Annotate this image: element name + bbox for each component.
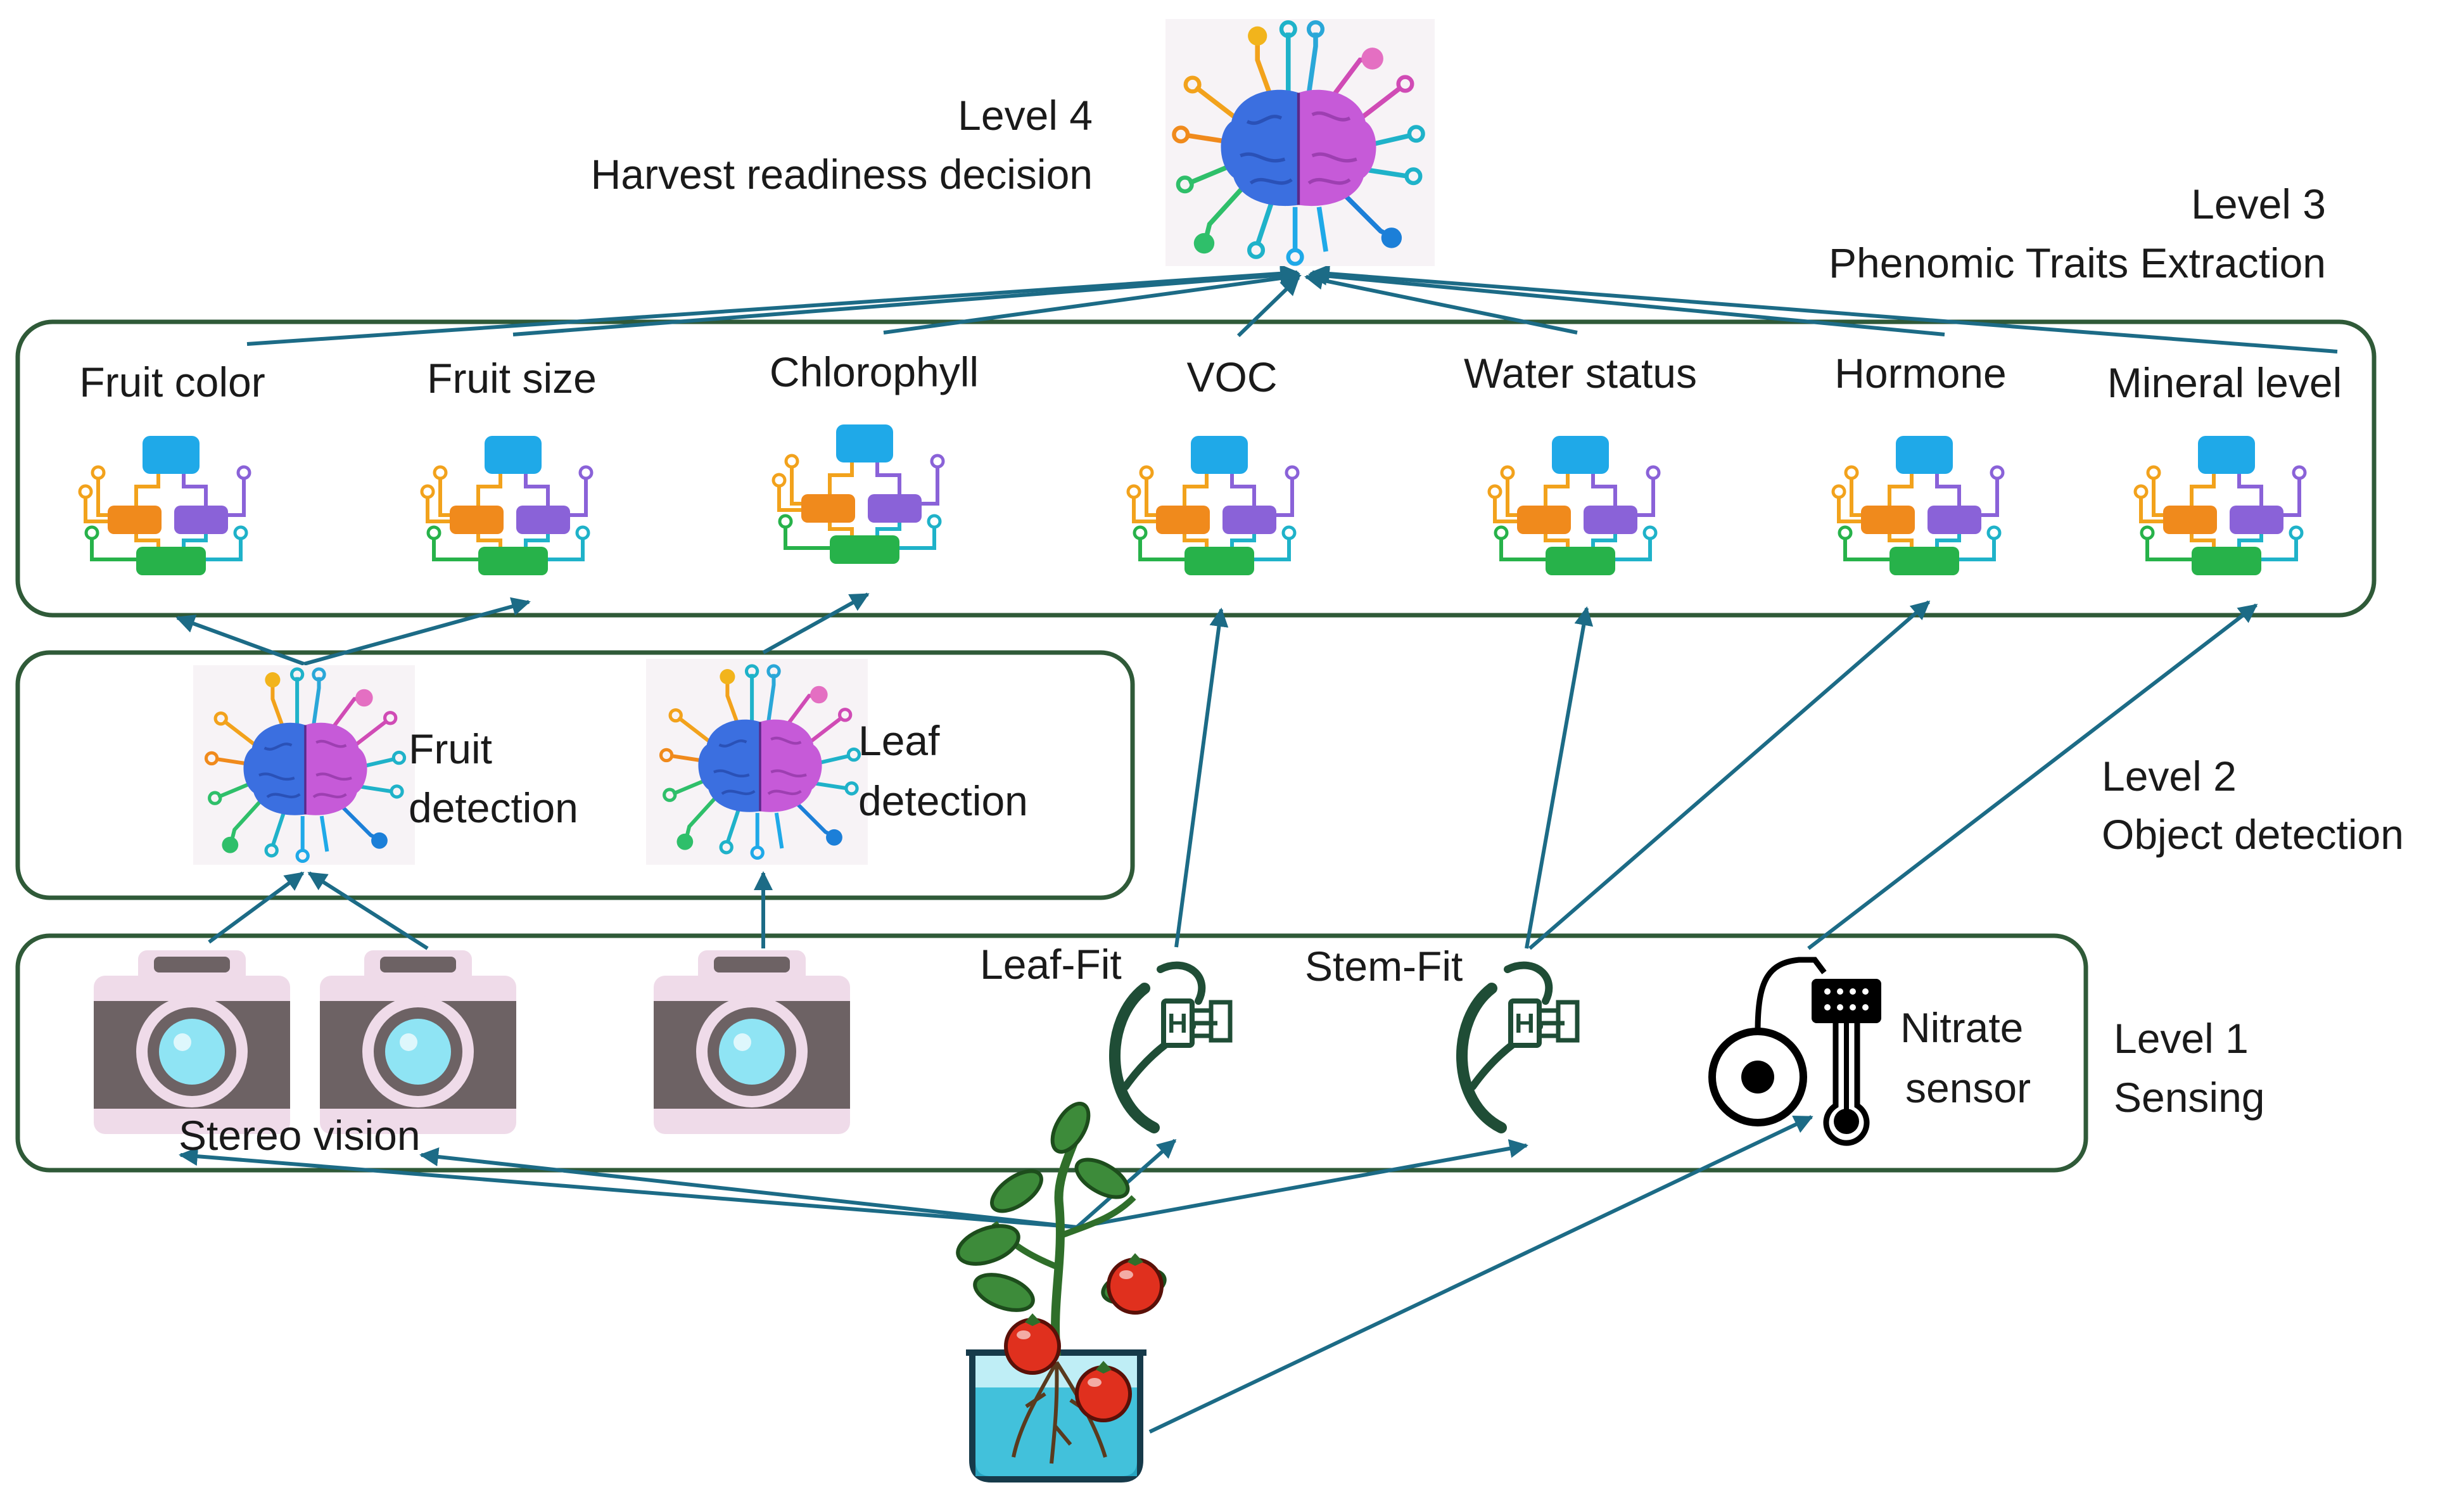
level2-panel: [15, 650, 1135, 900]
camera-icon: [94, 950, 290, 1134]
arrows: [175, 264, 2338, 1434]
leaf-detection-label-1: Leaf: [858, 717, 940, 764]
trait-chlorophyll: Chlorophyll: [770, 348, 979, 395]
stem-fit-sensor-icon: [1462, 966, 1577, 1128]
trait-fruit-size: Fruit size: [427, 355, 597, 402]
model-icon: [80, 436, 250, 575]
tomato-plant-icon: [956, 1102, 1167, 1482]
camera-icon: [654, 950, 850, 1134]
model-icon: [1489, 436, 1659, 575]
trait-hormone: Hormone: [1834, 350, 2006, 397]
trait-fruit-color: Fruit color: [79, 359, 265, 405]
leaf-detection-label-2: detection: [858, 777, 1028, 824]
nitrate-label-1: Nitrate: [1900, 1004, 2023, 1051]
leaf-fit-label: Leaf-Fit: [980, 941, 1122, 988]
model-icon: [1128, 436, 1298, 575]
leaf-detection-brain: [646, 659, 868, 865]
nitrate-label-2: sensor: [1905, 1064, 2031, 1111]
level1-title: Sensing: [2114, 1074, 2265, 1121]
level4-label: Level 4: [958, 92, 1093, 139]
level1-panel: [15, 933, 2088, 1173]
level3-label: Level 3: [2191, 181, 2326, 227]
stereo-vision-label: Stereo vision: [179, 1112, 421, 1159]
level1-label: Level 1: [2114, 1015, 2249, 1062]
camera-icon: [320, 950, 516, 1134]
level3-title: Phenomic Traits Extraction: [1829, 239, 2326, 286]
leaf-fit-sensor-icon: [1115, 966, 1230, 1128]
fruit-detection-brain: [193, 665, 415, 865]
nitrate-sensor-icon: [1708, 957, 1881, 1146]
level3-panel: [15, 319, 2377, 618]
level2-label: Level 2: [2102, 753, 2237, 800]
trait-mineral-level: Mineral level: [2107, 359, 2342, 406]
level2-title: Object detection: [2102, 811, 2404, 858]
stem-fit-label: Stem-Fit: [1305, 943, 1463, 990]
fruit-detection-label-2: detection: [409, 784, 578, 831]
trait-water-status: Water status: [1464, 350, 1697, 397]
fruit-detection-label-1: Fruit: [409, 725, 492, 772]
level4-title: Harvest readiness decision: [591, 151, 1093, 198]
model-icon: [422, 436, 592, 575]
trait-voc: VOC: [1186, 354, 1277, 400]
decision-brain: [1165, 19, 1435, 266]
model-icon: [1833, 436, 2003, 575]
model-icon: [773, 424, 943, 564]
model-icon: [2135, 436, 2305, 575]
